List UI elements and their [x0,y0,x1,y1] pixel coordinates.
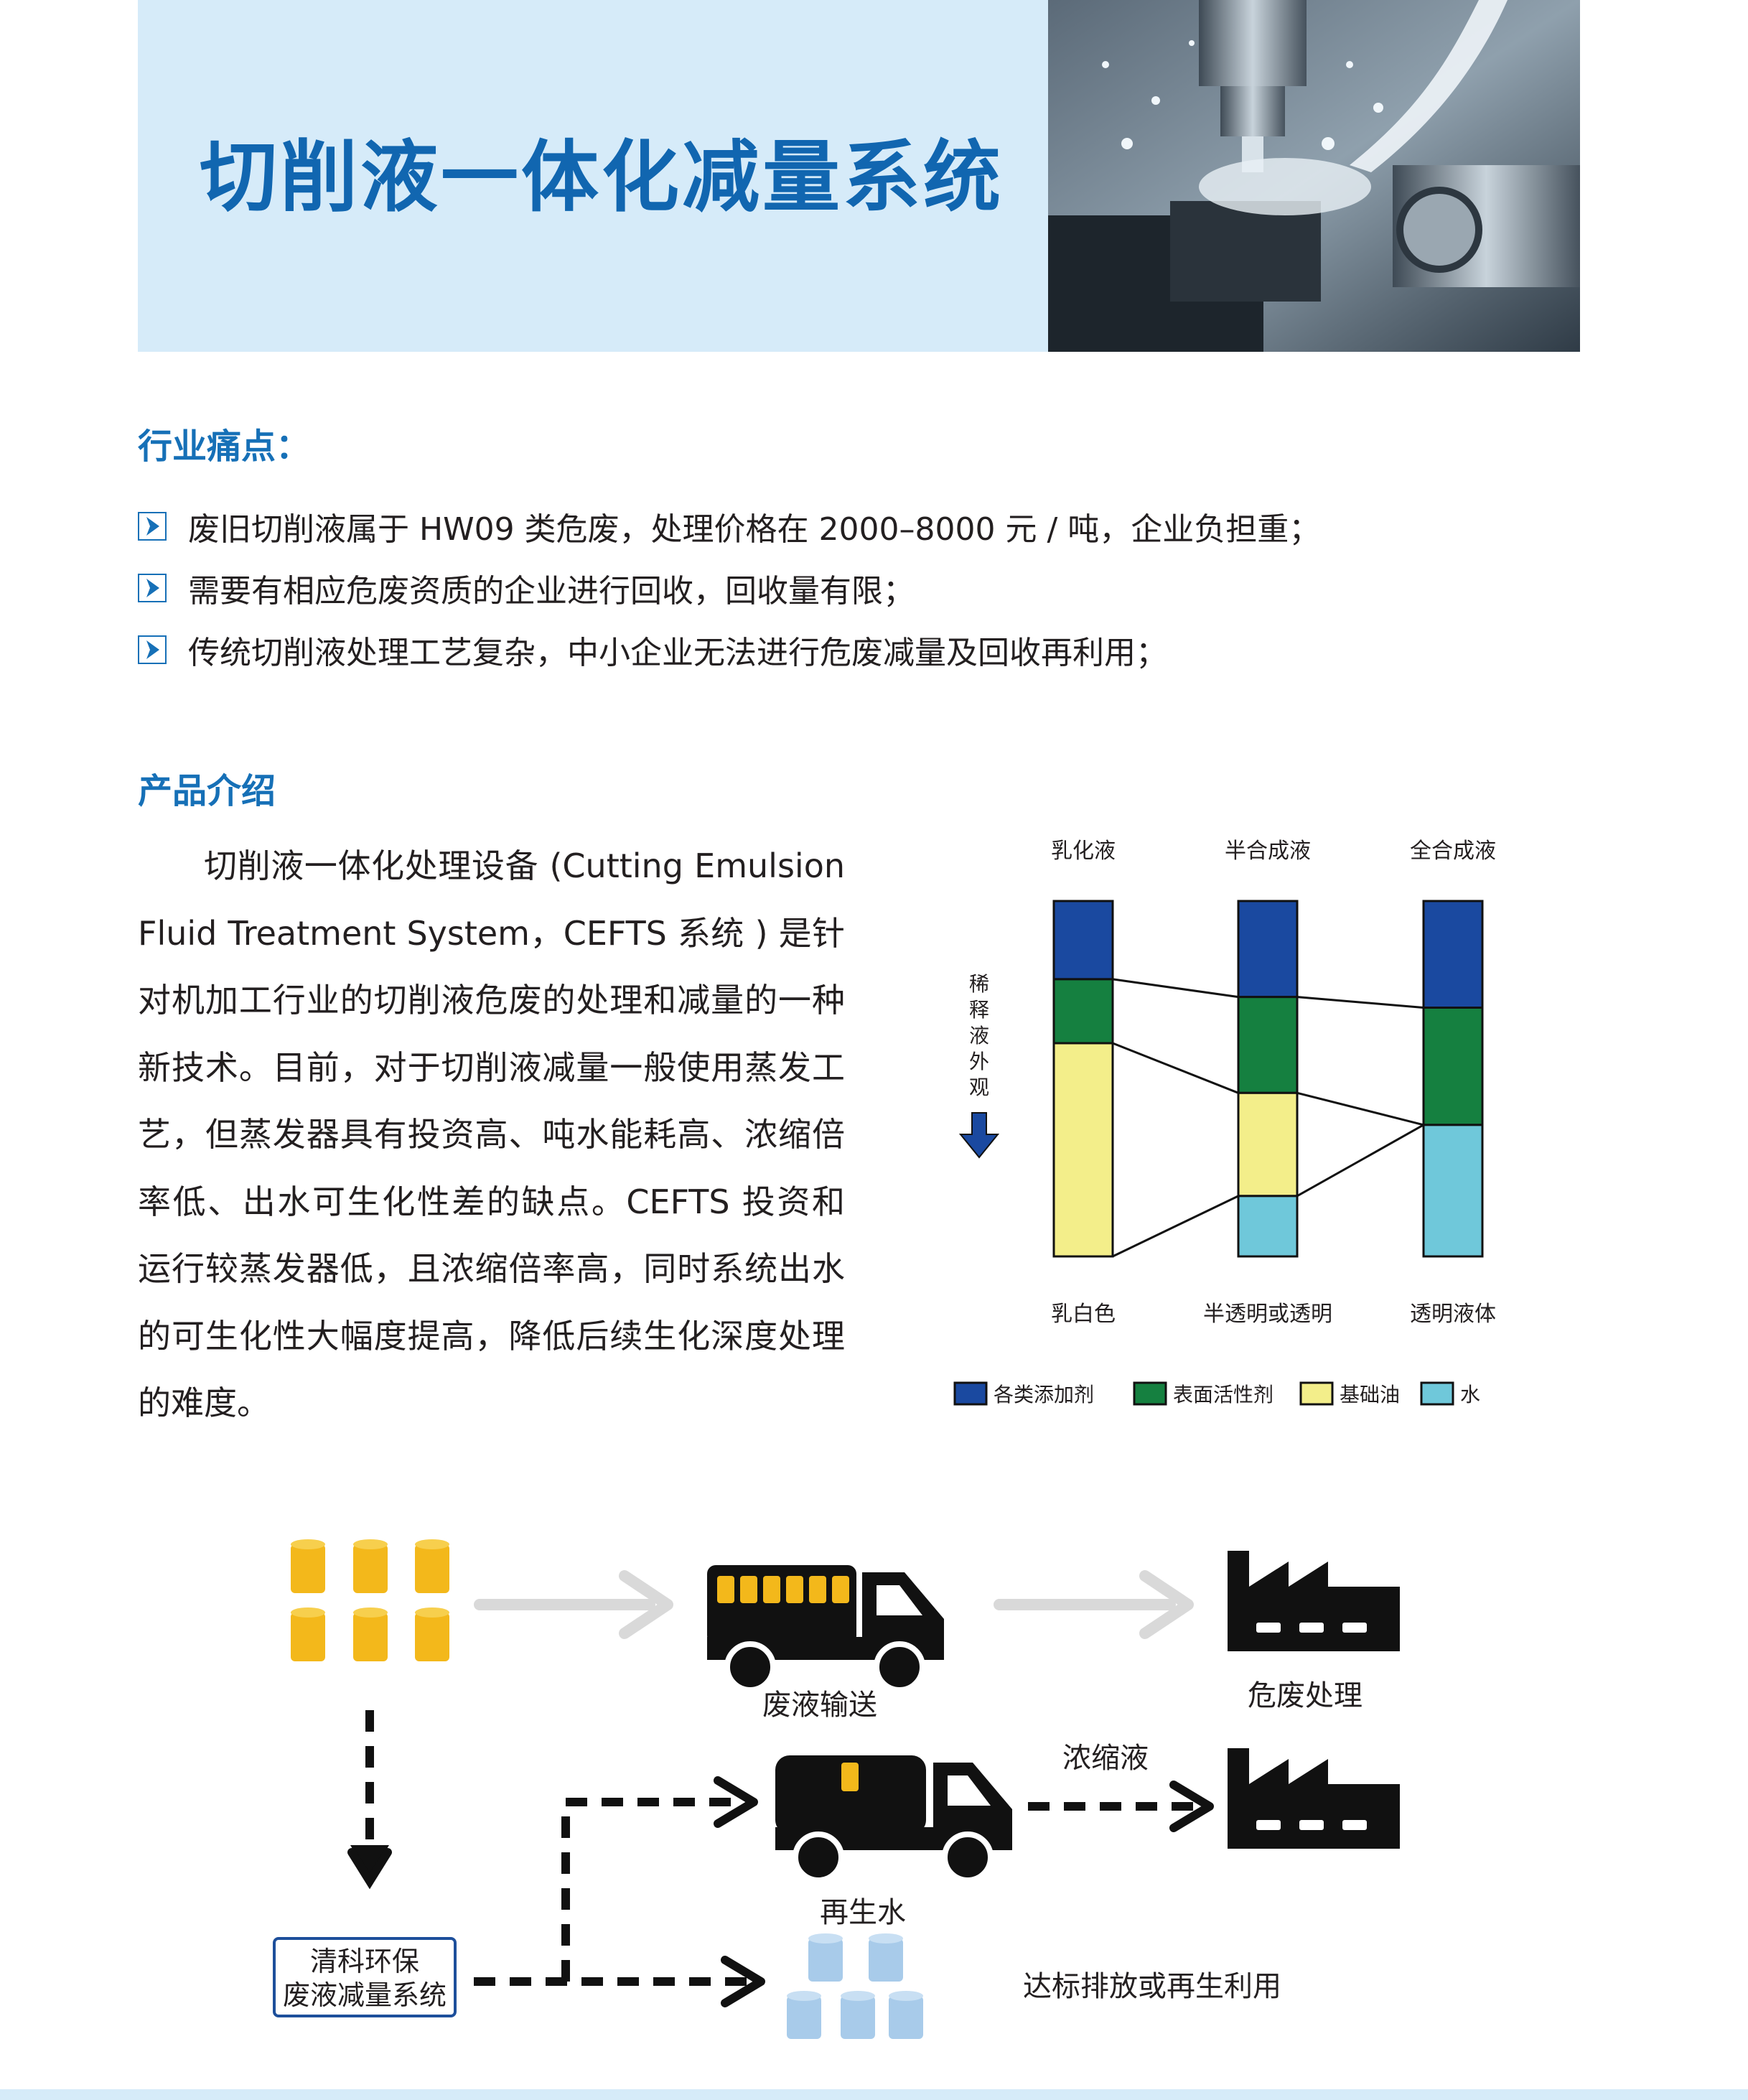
appearance-label: 乳白色 [1051,1302,1116,1327]
connector-line [1296,996,1424,1009]
concentrate-label: 浓缩液 [1062,1742,1149,1775]
legend-swatch [1299,1381,1334,1406]
header-banner [138,0,1048,352]
side-label-char: 外 [969,1050,989,1073]
process-flow-diagram: 废液输送 危废处理 清科环保 废液减量系统 浓缩液 再 [273,1539,1400,2039]
discharge-label: 达标排放或再生利用 [1023,1970,1281,2003]
list-item: 需要有相应危废资质的企业进行回收，回收量有限； [138,557,1320,619]
intro-paragraph: 切削液一体化处理设备 (Cutting Emulsion Fluid Treat… [138,846,845,1422]
system-box-line-2: 废液减量系统 [283,1979,447,2011]
bar-segment-1-1 [1052,900,1114,981]
legend-label: 各类添加剂 [994,1383,1094,1406]
machining-photo [1048,0,1580,352]
bar-segment-3-4 [1422,1124,1484,1258]
hazard-factory-icon [1228,1551,1400,1651]
list-item: 传统切削液处理工艺复杂，中小企业无法进行危废减量及回收再利用； [138,619,1320,681]
gray-arrow-icon [994,1570,1194,1639]
connector-line [1296,1091,1424,1126]
side-label-char: 液 [969,1024,989,1047]
cefts-system-box: 清科环保 废液减量系统 [273,1937,457,2017]
pain-point-text: 废旧切削液属于 HW09 类危废，处理价格在 2000–8000 元 / 吨，企… [188,511,1321,548]
legend-swatch [1420,1381,1454,1406]
category-label: 乳化液 [1051,839,1116,864]
hazard-factory-icon [1228,1748,1400,1849]
pain-points-list: 废旧切削液属于 HW09 类危废，处理价格在 2000–8000 元 / 吨，企… [138,495,1320,681]
dashed-arrow-down-icon [347,1710,392,1890]
bar-segment-3-1 [1422,900,1484,1009]
gray-arrow-icon [474,1570,673,1639]
arrow-bullet-icon [138,574,167,602]
appearance-label: 透明液体 [1410,1302,1496,1327]
hazard-disposal-label: 危废处理 [1248,1679,1363,1712]
legend-label: 表面活性剂 [1173,1383,1273,1406]
side-label-char: 观 [969,1075,989,1099]
arrow-bullet-icon [138,512,167,541]
connector-line [1296,1124,1424,1198]
appearance-label: 半透明或透明 [1203,1302,1332,1327]
down-arrow-icon [958,1112,1000,1159]
bar-segment-2-4 [1237,1195,1299,1258]
concentrate-truck-icon [775,1755,1012,1883]
bar-segment-1-2 [1052,978,1114,1045]
recycled-water-label: 再生水 [820,1896,906,1929]
bar-segment-2-1 [1237,900,1299,999]
side-label-char: 稀 [969,972,989,996]
waste-truck-icon [707,1565,944,1693]
concentrate-arrow-icon [1028,1781,1214,1832]
bar-segment-1-3 [1052,1042,1114,1258]
intro-heading: 产品介绍 [138,771,276,811]
pain-points-heading: 行业痛点： [138,426,311,467]
footer-band [0,2089,1748,2100]
pain-point-text: 需要有相应危废资质的企业进行回收，回收量有限； [188,573,915,610]
connector-line [1112,1195,1239,1258]
waste-transport-label: 废液输送 [762,1689,877,1722]
pain-point-text: 传统切削液处理工艺复杂，中小企业无法进行危废减量及回收再利用； [188,635,1167,671]
legend-swatch [953,1381,988,1406]
waste-barrels-icon [291,1539,449,1661]
connector-line [1112,1042,1239,1094]
dashed-flow-arrows [474,1776,765,2007]
side-label-char: 释 [969,998,989,1022]
page-title: 切削液一体化减量系统 [200,133,1004,223]
legend-label: 基础油 [1340,1383,1400,1406]
category-label: 半合成液 [1225,839,1311,864]
connector-line [1112,978,1239,999]
bar-segment-3-2 [1422,1007,1484,1126]
list-item: 废旧切削液属于 HW09 类危废，处理价格在 2000–8000 元 / 吨，企… [138,495,1320,557]
legend-label: 水 [1460,1383,1480,1406]
category-label: 全合成液 [1410,839,1496,864]
system-box-line-1: 清科环保 [310,1946,419,1977]
arrow-bullet-icon [138,635,167,664]
water-barrels-icon [787,1933,923,2039]
legend-swatch [1133,1381,1167,1406]
bar-segment-2-2 [1237,996,1299,1094]
bar-segment-2-3 [1237,1091,1299,1198]
